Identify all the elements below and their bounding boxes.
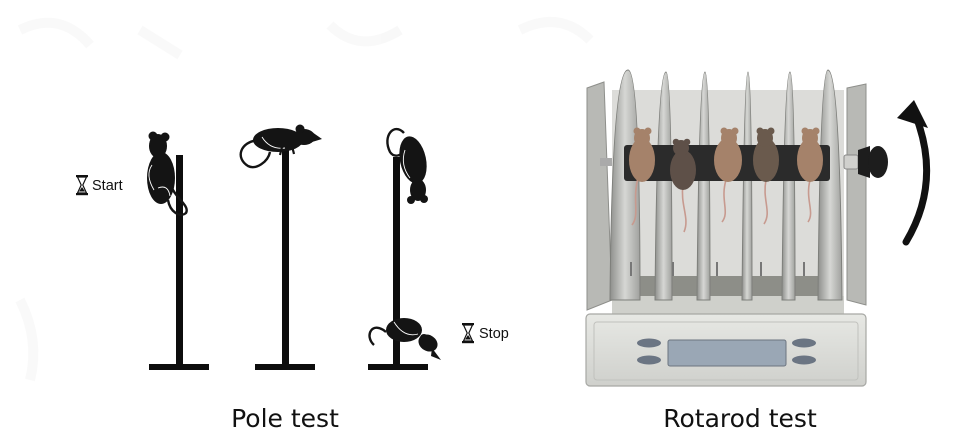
lcd-display bbox=[667, 339, 787, 367]
pole-1 bbox=[149, 155, 209, 370]
mouse-turning-down bbox=[386, 127, 428, 204]
control-button bbox=[637, 355, 661, 365]
mouse-on-top bbox=[239, 124, 322, 169]
pole-2 bbox=[255, 150, 315, 370]
mouse-on-rod-4 bbox=[753, 127, 779, 225]
control-button bbox=[792, 355, 816, 365]
rotarod-apparatus bbox=[585, 69, 931, 387]
rotarod-base bbox=[585, 313, 867, 387]
mouse-descending bbox=[368, 318, 441, 360]
pole-3 bbox=[368, 157, 428, 370]
control-button bbox=[637, 338, 661, 348]
control-button bbox=[792, 338, 816, 348]
mouse-on-rod-2 bbox=[670, 138, 696, 233]
hourglass-icon bbox=[76, 175, 88, 196]
start-label: Start bbox=[92, 178, 123, 194]
pole-test-caption: Pole test bbox=[231, 404, 339, 433]
rotarod-test-caption: Rotarod test bbox=[663, 404, 817, 433]
faint-background-texture bbox=[15, 17, 594, 382]
floor-pins bbox=[630, 262, 805, 276]
rod-motor-end bbox=[843, 146, 888, 178]
hourglass-icon bbox=[462, 323, 474, 344]
mouse-on-rod-5 bbox=[797, 127, 823, 223]
mouse-on-rod-3 bbox=[714, 127, 742, 223]
mouse-facing-up bbox=[147, 131, 188, 216]
mouse-on-rod-1 bbox=[629, 127, 655, 226]
pole-test-panel bbox=[76, 124, 474, 370]
divider-discs bbox=[609, 69, 843, 301]
stop-label: Stop bbox=[479, 326, 509, 342]
curved-arrow-icon bbox=[897, 100, 931, 246]
